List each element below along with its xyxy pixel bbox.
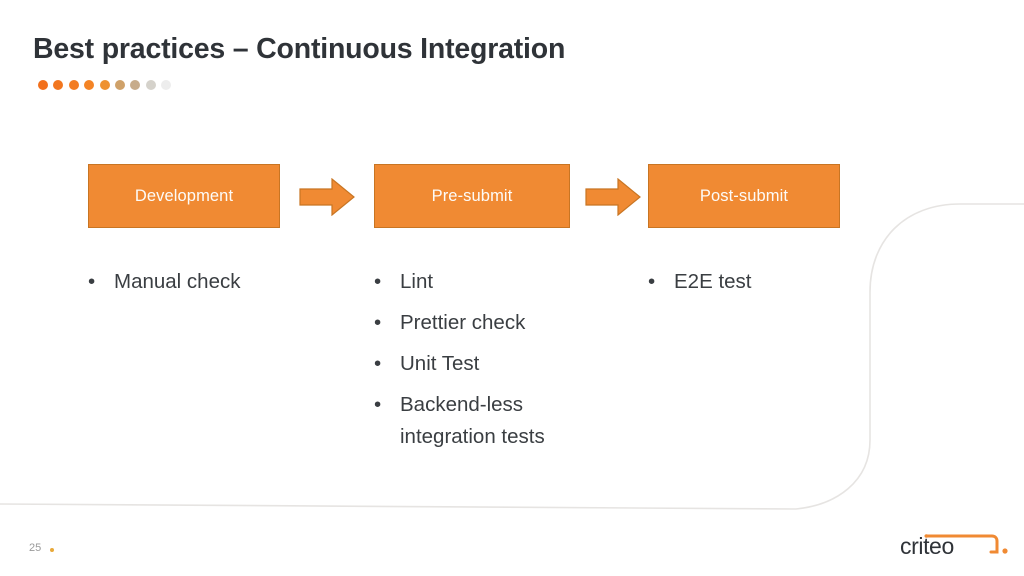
progress-dot [114,80,125,90]
bullet-marker-icon: • [88,270,96,293]
bullet-marker-icon: • [648,270,656,293]
bullet-column-development: • Manual check [88,266,348,307]
criteo-logo: criteo [900,533,1008,559]
progress-dot [99,80,110,90]
progress-dot [145,80,156,90]
list-item-label: Lint [400,270,434,293]
page-number: 25 [29,542,42,554]
bullet-marker-icon: • [374,393,382,416]
stage-box-post-submit[interactable]: Post-submit [648,164,840,228]
stage-box-development[interactable]: Development [88,164,280,228]
list-item-label: Prettier check [400,311,526,334]
progress-dot [161,80,172,90]
bullet-marker-icon: • [374,270,382,293]
page-number-dot-icon [50,548,54,552]
list-item: • Unit Test [374,348,624,380]
stage-label-post-submit: Post-submit [699,186,789,205]
progress-dot [130,80,141,90]
list-item-label: Manual check [114,270,241,293]
list-item-label: Unit Test [400,352,480,375]
list-item-label: Backend-less integration tests [400,393,545,448]
arrow-development-to-presubmit [299,178,355,216]
list-item-label: E2E test [674,270,752,293]
progress-dot [84,80,95,90]
list-item: • Lint [374,266,624,298]
pipeline-flow: Development Pre-submit Post-submit [0,164,1024,228]
progress-dot [68,80,79,90]
arrow-presubmit-to-postsubmit [585,178,641,216]
progress-dots [38,80,172,90]
stage-box-pre-submit[interactable]: Pre-submit [374,164,570,228]
list-item: • Manual check [88,266,348,298]
list-item: • Prettier check [374,307,624,339]
bullet-marker-icon: • [374,352,382,375]
bullet-marker-icon: • [374,311,382,334]
stage-label-development: Development [134,186,234,205]
page-title: Best practices – Continuous Integration [33,33,566,65]
bullet-column-pre-submit: • Lint • Prettier check • Unit Test • Ba… [374,266,624,462]
list-item: • E2E test [648,266,898,298]
list-item: • Backend-less integration tests [374,389,624,453]
progress-dot [38,80,48,90]
progress-dot [53,80,64,90]
stage-label-pre-submit: Pre-submit [431,186,513,205]
bullet-column-post-submit: • E2E test [648,266,898,307]
